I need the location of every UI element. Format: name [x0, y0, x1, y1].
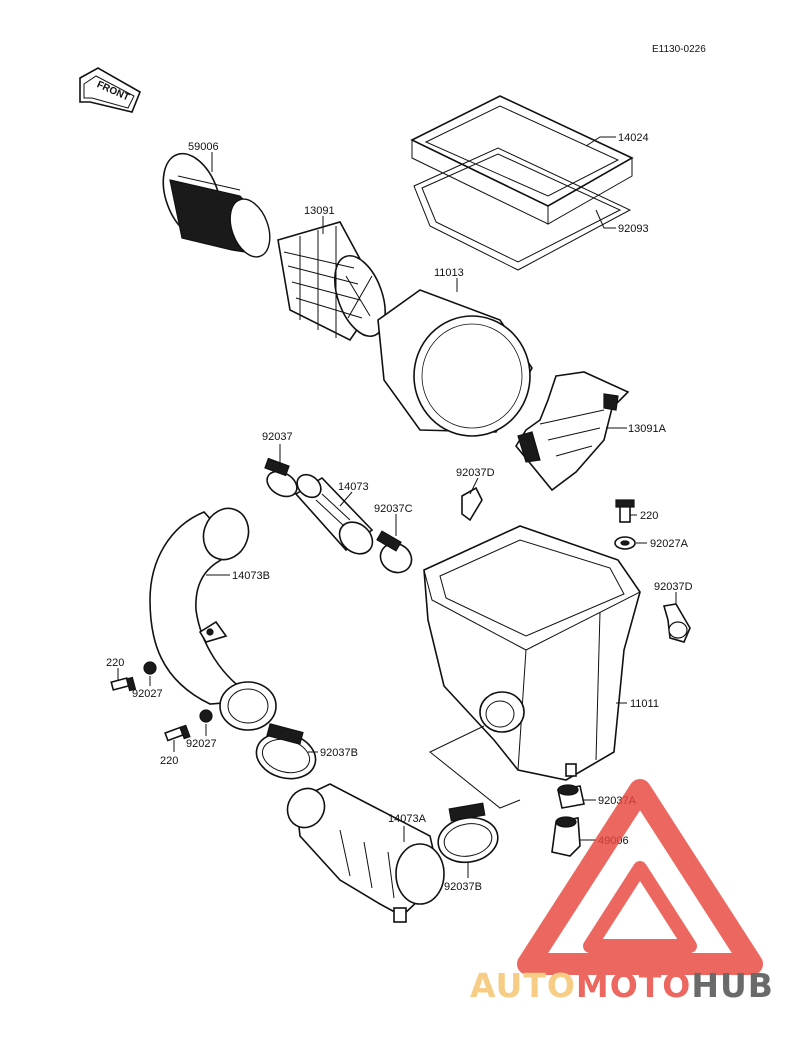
bolt-left-upper	[110, 676, 137, 692]
gasket	[413, 147, 632, 271]
hose-clamp	[264, 457, 298, 498]
nut-left-lower	[199, 709, 213, 723]
label-92037B-lower: 92037B	[444, 881, 482, 893]
label-59006: 59006	[188, 141, 219, 153]
drain-plug	[551, 816, 581, 857]
clip-d-right	[662, 603, 691, 643]
bolt-left-lower	[164, 724, 191, 742]
watermark-hub: HUB	[691, 966, 774, 1005]
watermark-logo: AUTOMOTOHUB	[470, 779, 774, 1005]
intake-funnel	[162, 152, 271, 258]
label-14073B: 14073B	[232, 570, 270, 582]
clamp-a	[557, 784, 585, 809]
label-11011: 11011	[630, 698, 659, 710]
air-filter-element	[377, 289, 533, 437]
label-92093: 92093	[618, 223, 649, 235]
label-14073: 14073	[338, 481, 369, 493]
hose-clamp-b-upper	[255, 723, 317, 780]
grommet-upper	[614, 536, 636, 550]
label-92037B-upper: 92037B	[320, 747, 358, 759]
label-14024: 14024	[618, 132, 649, 144]
label-92027-lower: 92027	[186, 738, 217, 750]
leader-lines	[117, 136, 677, 878]
air-box	[423, 525, 641, 781]
label-92027-upper: 92027	[132, 688, 163, 700]
clip-d-upper	[461, 486, 483, 522]
watermark-moto: MOTO	[576, 966, 691, 1005]
front-arrow-icon: FRONT	[79, 67, 142, 113]
intake-hose-a	[286, 783, 445, 923]
label-13091A: 13091A	[628, 423, 667, 435]
label-11013: 11013	[434, 267, 464, 279]
label-220-left: 220	[106, 657, 124, 669]
diagram-code: E1130-0226	[652, 44, 706, 55]
label-14073A: 14073A	[388, 813, 427, 825]
bolt-upper	[615, 499, 635, 523]
label-220-upper: 220	[640, 510, 658, 522]
watermark-auto: AUTO	[470, 966, 576, 1005]
filter-bracket	[515, 371, 630, 492]
label-220-lower: 220	[160, 755, 178, 767]
label-92037D-right: 92037D	[654, 581, 693, 593]
intake-duct	[294, 473, 374, 555]
intake-hose-b	[149, 507, 277, 731]
hose-clamp-c	[376, 530, 413, 574]
air-box-cover	[410, 95, 634, 225]
label-92037: 92037	[262, 431, 293, 443]
hose-clamp-b-lower	[437, 802, 499, 864]
label-92037C: 92037C	[374, 503, 413, 515]
label-13091: 13091	[304, 205, 335, 217]
filter-cage	[277, 221, 386, 342]
watermark-text: AUTOMOTOHUB	[470, 966, 774, 1005]
nut-left-upper	[143, 661, 157, 675]
label-92027A: 92027A	[650, 538, 689, 550]
part-labels: 14024 92093 59006 13091 11013 13091A 920…	[106, 132, 693, 893]
label-92037D-upper: 92037D	[456, 467, 495, 479]
